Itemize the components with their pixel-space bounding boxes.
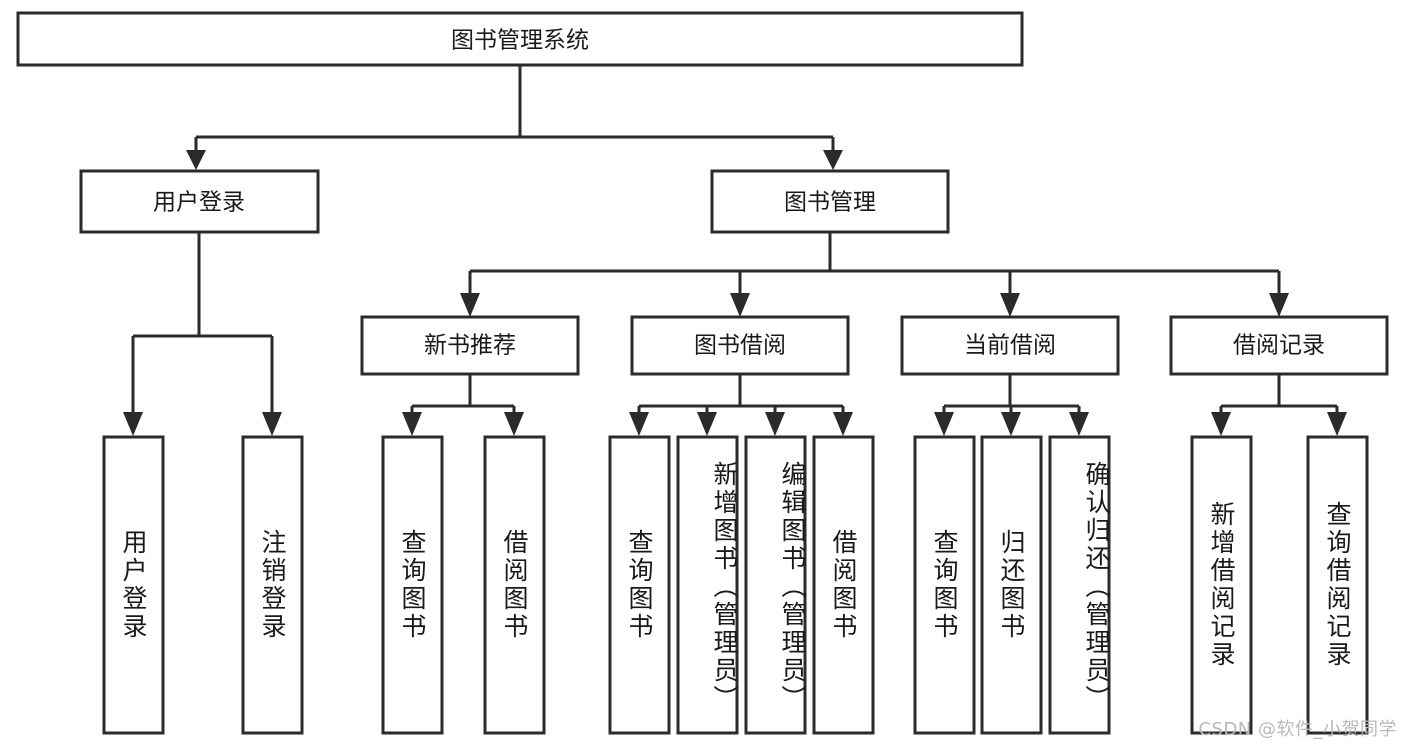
arrow-bm-to-current-borrow-icon	[1000, 293, 1020, 317]
node-book-borrow[interactable]	[630, 315, 850, 376]
leaf-current-borrow-1[interactable]	[913, 435, 976, 735]
leaf-current-borrow-3[interactable]	[1048, 435, 1111, 735]
leaf-user-login-2[interactable]	[241, 435, 304, 735]
leaf-borrow-record-1[interactable]	[1190, 435, 1253, 735]
node-new-book-recommend-label: 新书推荐	[424, 333, 516, 359]
leaf-borrow-record-2[interactable]	[1306, 435, 1369, 735]
leaf-current-borrow-2[interactable]	[980, 435, 1043, 735]
leaf-user-login-1[interactable]	[102, 435, 165, 735]
leaf-book-borrow-4[interactable]	[812, 435, 875, 735]
node-user-login-label: 用户登录	[153, 190, 245, 216]
arrow-bb-leaf-2-icon	[697, 412, 717, 436]
leaf-book-borrow-1[interactable]	[608, 435, 671, 735]
node-root-label: 图书管理系统	[451, 28, 589, 54]
arrow-cb-leaf-3-icon	[1069, 412, 1089, 436]
arrow-bm-to-borrow-record-icon	[1269, 293, 1289, 317]
arrow-bb-leaf-4-icon	[833, 412, 853, 436]
node-new-book-recommend[interactable]	[360, 315, 580, 376]
leaf-new-book-recommend-2[interactable]	[483, 435, 546, 735]
arrow-bm-to-book-borrow-icon	[730, 293, 750, 317]
arrow-nbr-leaf-2-icon	[504, 412, 524, 436]
leaf-book-borrow-3[interactable]	[744, 435, 807, 735]
arrow-user-login-leaf-1-icon	[123, 412, 143, 436]
arrow-user-login-leaf-2-icon	[262, 412, 282, 436]
node-current-borrow[interactable]	[900, 315, 1120, 376]
arrow-cb-leaf-1-icon	[934, 412, 954, 436]
arrow-bb-leaf-3-icon	[765, 412, 785, 436]
arrow-root-to-book-management-icon	[823, 150, 843, 170]
node-current-borrow-label: 当前借阅	[964, 333, 1056, 359]
node-borrow-record-label: 借阅记录	[1233, 333, 1325, 359]
node-book-borrow-label: 图书借阅	[694, 333, 786, 359]
node-book-management-label: 图书管理	[784, 190, 876, 216]
leaf-book-borrow-2[interactable]	[676, 435, 739, 735]
arrow-br-leaf-2-icon	[1327, 412, 1347, 436]
leaf-new-book-recommend-1[interactable]	[381, 435, 444, 735]
arrow-br-leaf-1-icon	[1211, 412, 1231, 436]
watermark-text: CSDN @软件_小贺同学	[1198, 719, 1397, 740]
arrow-bm-to-new-book-icon	[460, 293, 480, 317]
node-root-book-management-system[interactable]	[16, 11, 1024, 67]
arrow-cb-leaf-2-icon	[1001, 412, 1021, 436]
node-book-management[interactable]	[710, 169, 950, 234]
arrow-bb-leaf-1-icon	[629, 412, 649, 436]
arrow-root-to-user-login-icon	[186, 150, 206, 170]
arrow-nbr-leaf-1-icon	[402, 412, 422, 436]
node-borrow-record[interactable]	[1169, 315, 1389, 376]
